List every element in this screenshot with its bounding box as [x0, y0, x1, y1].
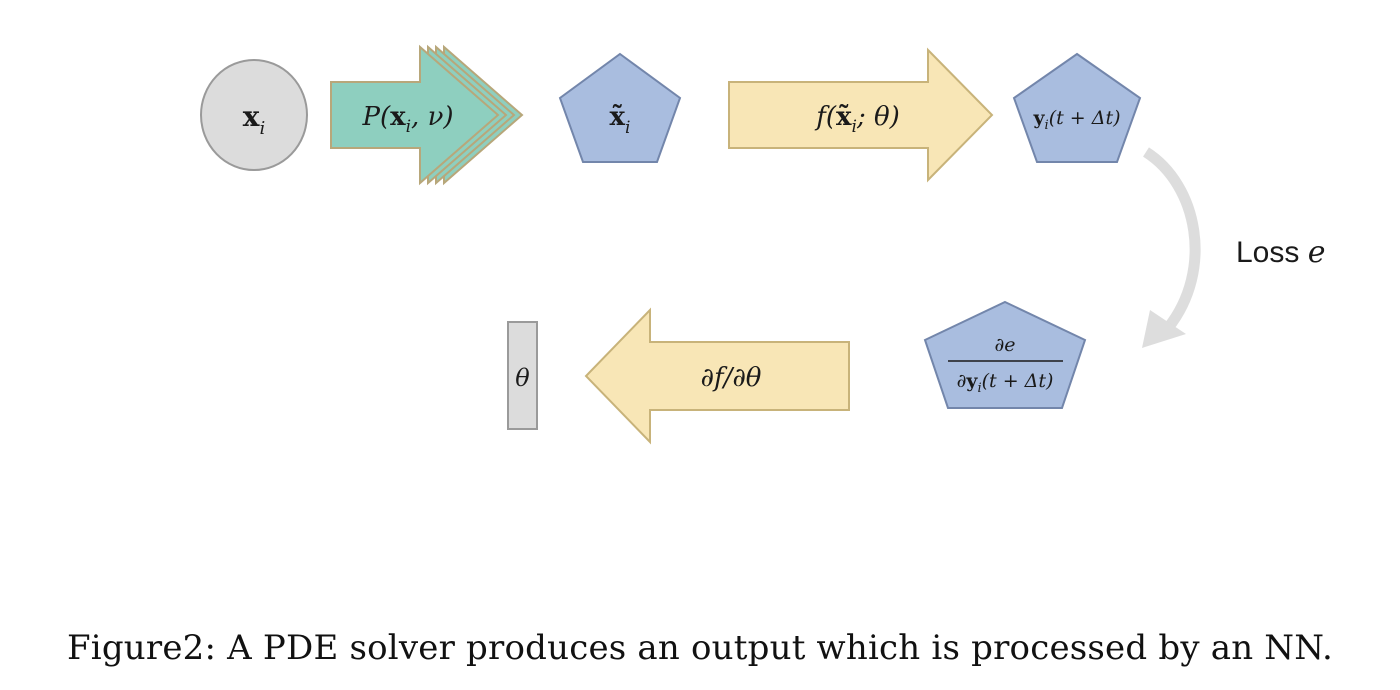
figure-caption: Figure2: A PDE solver produces an output…	[66, 628, 1334, 668]
loss-arrowhead	[1142, 310, 1186, 348]
parameters-rect	[507, 321, 538, 430]
perturbed-input-label: x̃i	[610, 102, 631, 138]
output-node: yi(t + Δt)	[1012, 52, 1142, 163]
perturbation-arrow-layer-1	[330, 44, 500, 186]
perturbed-input-node: x̃i	[558, 52, 682, 163]
network-arrow-shape	[728, 47, 994, 183]
input-circle	[200, 59, 308, 171]
loss-gradient-numerator: ∂e	[994, 334, 1015, 356]
loss-gradient-pentagon	[923, 300, 1087, 409]
network-arrow: f(x̃i; θ)	[728, 47, 994, 183]
output-pentagon	[1012, 52, 1142, 163]
perturbation-label: P(xi, ν)	[361, 102, 453, 137]
pipeline-diagram: xi P(xi, ν) x̃i f(x̃i; θ) yi(t + Δt) Los…	[200, 44, 1325, 445]
loss-curve	[1142, 147, 1201, 332]
loss-gradient-node: ∂e ∂yi(t + Δt)	[923, 300, 1087, 409]
input-node: xi	[200, 59, 308, 171]
loss-gradient-denominator: ∂yi(t + Δt)	[957, 370, 1054, 396]
backprop-arrow: ∂f/∂θ	[584, 307, 850, 445]
parameters-label: θ	[515, 364, 530, 392]
backprop-label: ∂f/∂θ	[701, 363, 762, 393]
perturbed-input-pentagon	[558, 52, 682, 163]
output-label: yi(t + Δt)	[1032, 107, 1120, 133]
loss-label: Loss e	[1236, 235, 1325, 270]
network-label: f(x̃i; θ)	[814, 102, 900, 137]
backprop-arrow-shape	[584, 307, 850, 445]
perturbation-arrow: P(xi, ν)	[330, 44, 524, 186]
parameters-node: θ	[507, 321, 538, 430]
loss-curve-arrow	[1142, 147, 1201, 348]
input-label: xi	[243, 100, 265, 139]
